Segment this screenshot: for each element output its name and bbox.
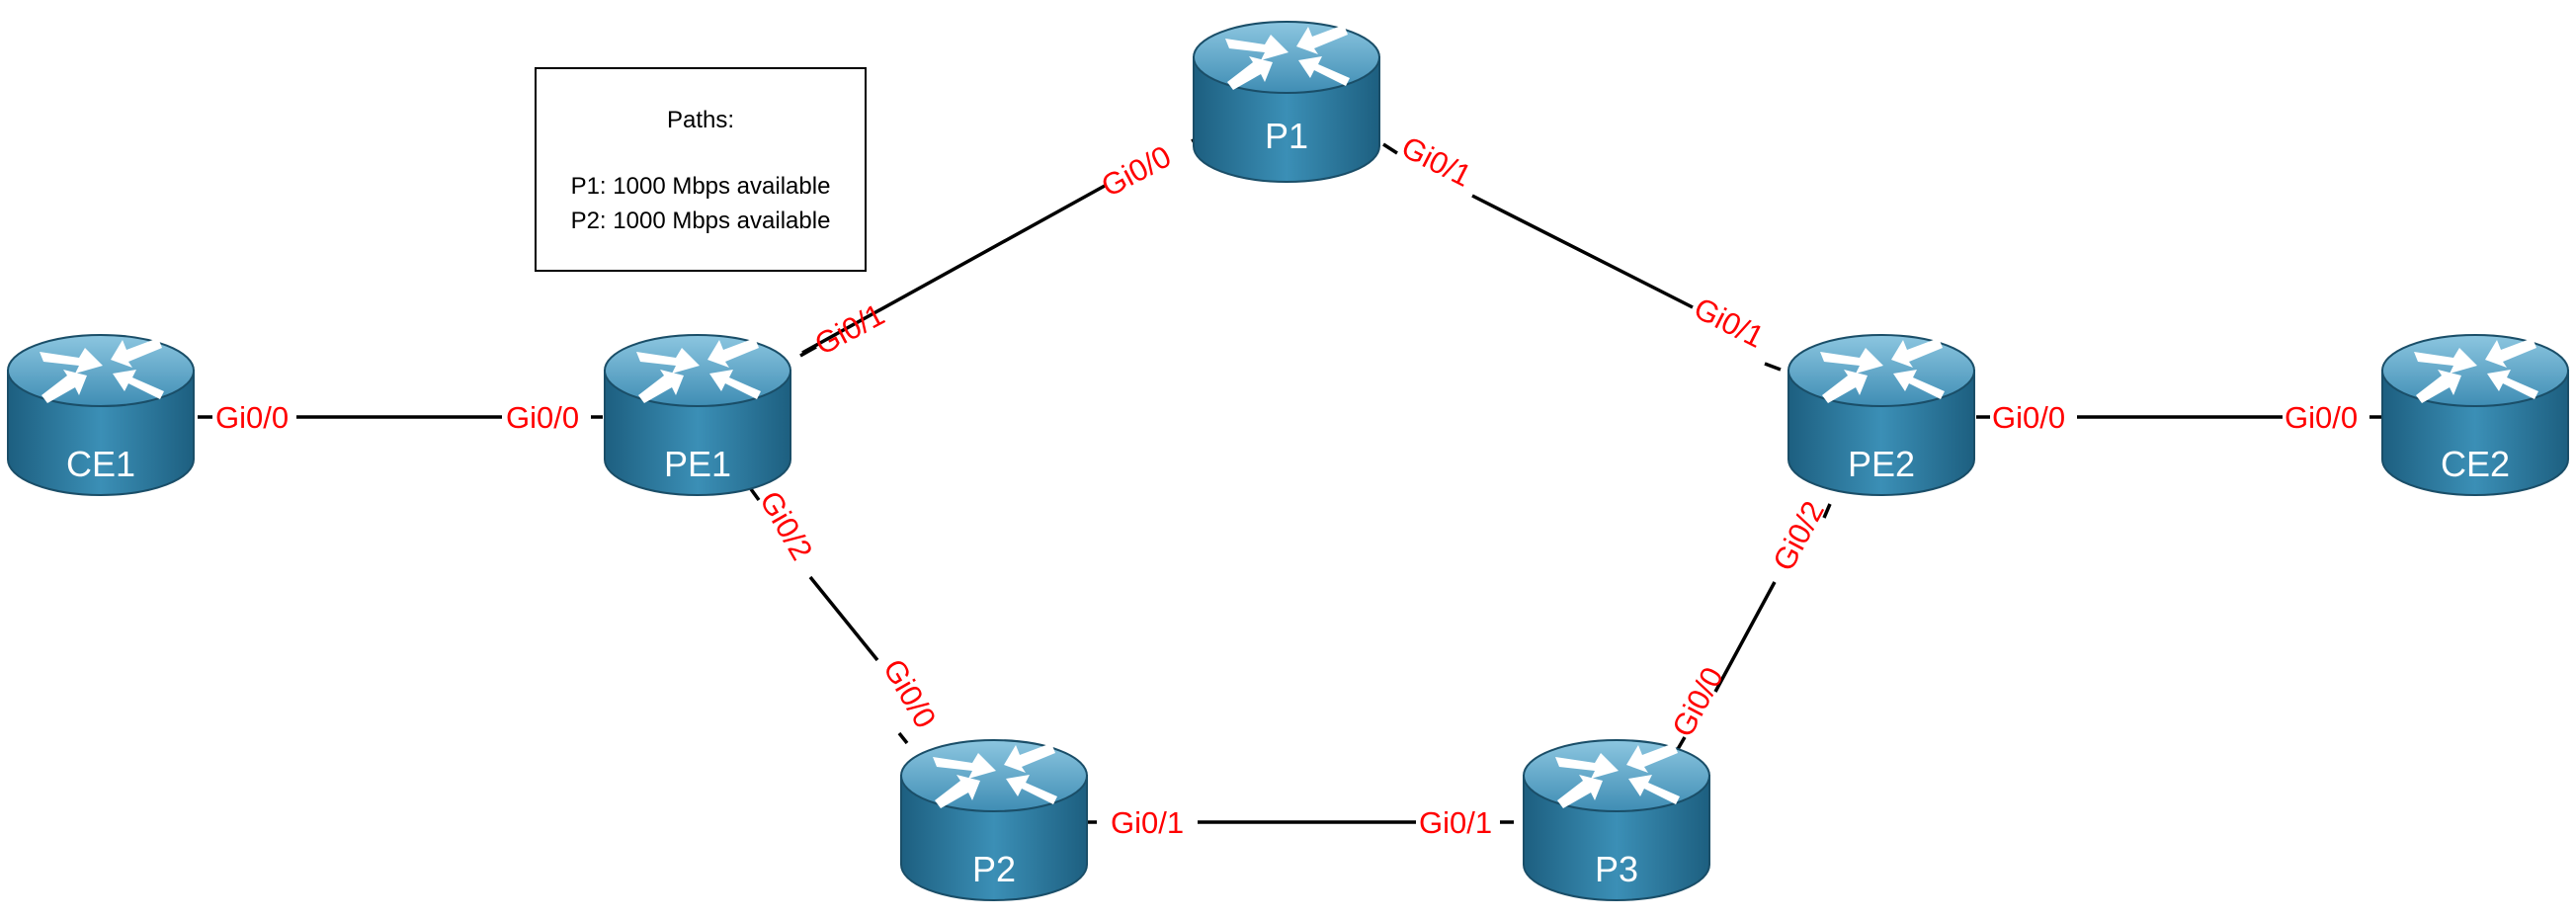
router-p1: P1 <box>1193 21 1380 183</box>
port-label-p1-gi01: Gi0/1 <box>1396 129 1477 194</box>
port-label-p3-gi01: Gi0/1 <box>1419 805 1492 840</box>
paths-line-p1: P1: 1000 Mbps available <box>570 173 831 200</box>
link-stub <box>1382 142 1398 155</box>
router-label-pe1: PE1 <box>664 444 731 484</box>
router-icon <box>1193 21 1380 183</box>
router-label-ce1: CE1 <box>66 444 135 484</box>
router-label-p1: P1 <box>1265 116 1308 156</box>
router-ce2: CE2 <box>2381 334 2569 496</box>
port-label-p2-gi01: Gi0/1 <box>1111 805 1184 840</box>
router-label-p2: P2 <box>972 849 1016 889</box>
port-label-pe1-gi00: Gi0/0 <box>506 400 579 435</box>
router-label-pe2: PE2 <box>1848 444 1915 484</box>
link-stub <box>897 731 909 745</box>
link-stub <box>1764 362 1782 372</box>
link-stub <box>749 487 761 502</box>
router-ce1: CE1 <box>7 334 195 496</box>
port-label-pe2-gi00: Gi0/0 <box>1992 400 2065 435</box>
link-pe2-p3 <box>1713 581 1777 693</box>
paths-title: Paths: <box>666 107 735 133</box>
router-p2: P2 <box>900 739 1088 901</box>
router-pe2: PE2 <box>1787 334 1975 496</box>
link-pe1-p1 <box>801 184 1106 355</box>
router-pe1: PE1 <box>604 334 791 496</box>
port-label-p3-gi00: Gi0/0 <box>1665 661 1730 742</box>
port-label-pe1-gi02: Gi0/2 <box>753 485 819 566</box>
router-p3: P3 <box>1523 739 1710 901</box>
port-label-pe1-gi01: Gi0/1 <box>809 296 890 362</box>
paths-info-box: Paths: P1: 1000 Mbps available P2: 1000 … <box>535 67 867 272</box>
router-label-ce2: CE2 <box>2441 444 2510 484</box>
link-stub <box>799 345 817 358</box>
link-pe1-p2 <box>808 575 879 662</box>
link-stub <box>1676 736 1687 750</box>
port-label-pe2-gi02: Gi0/2 <box>1766 495 1831 576</box>
port-label-ce2-gi00: Gi0/0 <box>2285 400 2358 435</box>
link-stub <box>1822 503 1832 519</box>
paths-line-p2: P2: 1000 Mbps available <box>570 208 831 234</box>
router-label-p3: P3 <box>1595 849 1638 889</box>
link-p1-pe2 <box>1471 194 1694 309</box>
port-label-pe2-gi01: Gi0/1 <box>1689 291 1770 355</box>
port-label-p1-gi00: Gi0/0 <box>1096 138 1177 204</box>
port-label-ce1-gi00: Gi0/0 <box>215 400 289 435</box>
port-label-p2-gi00: Gi0/0 <box>876 653 943 734</box>
